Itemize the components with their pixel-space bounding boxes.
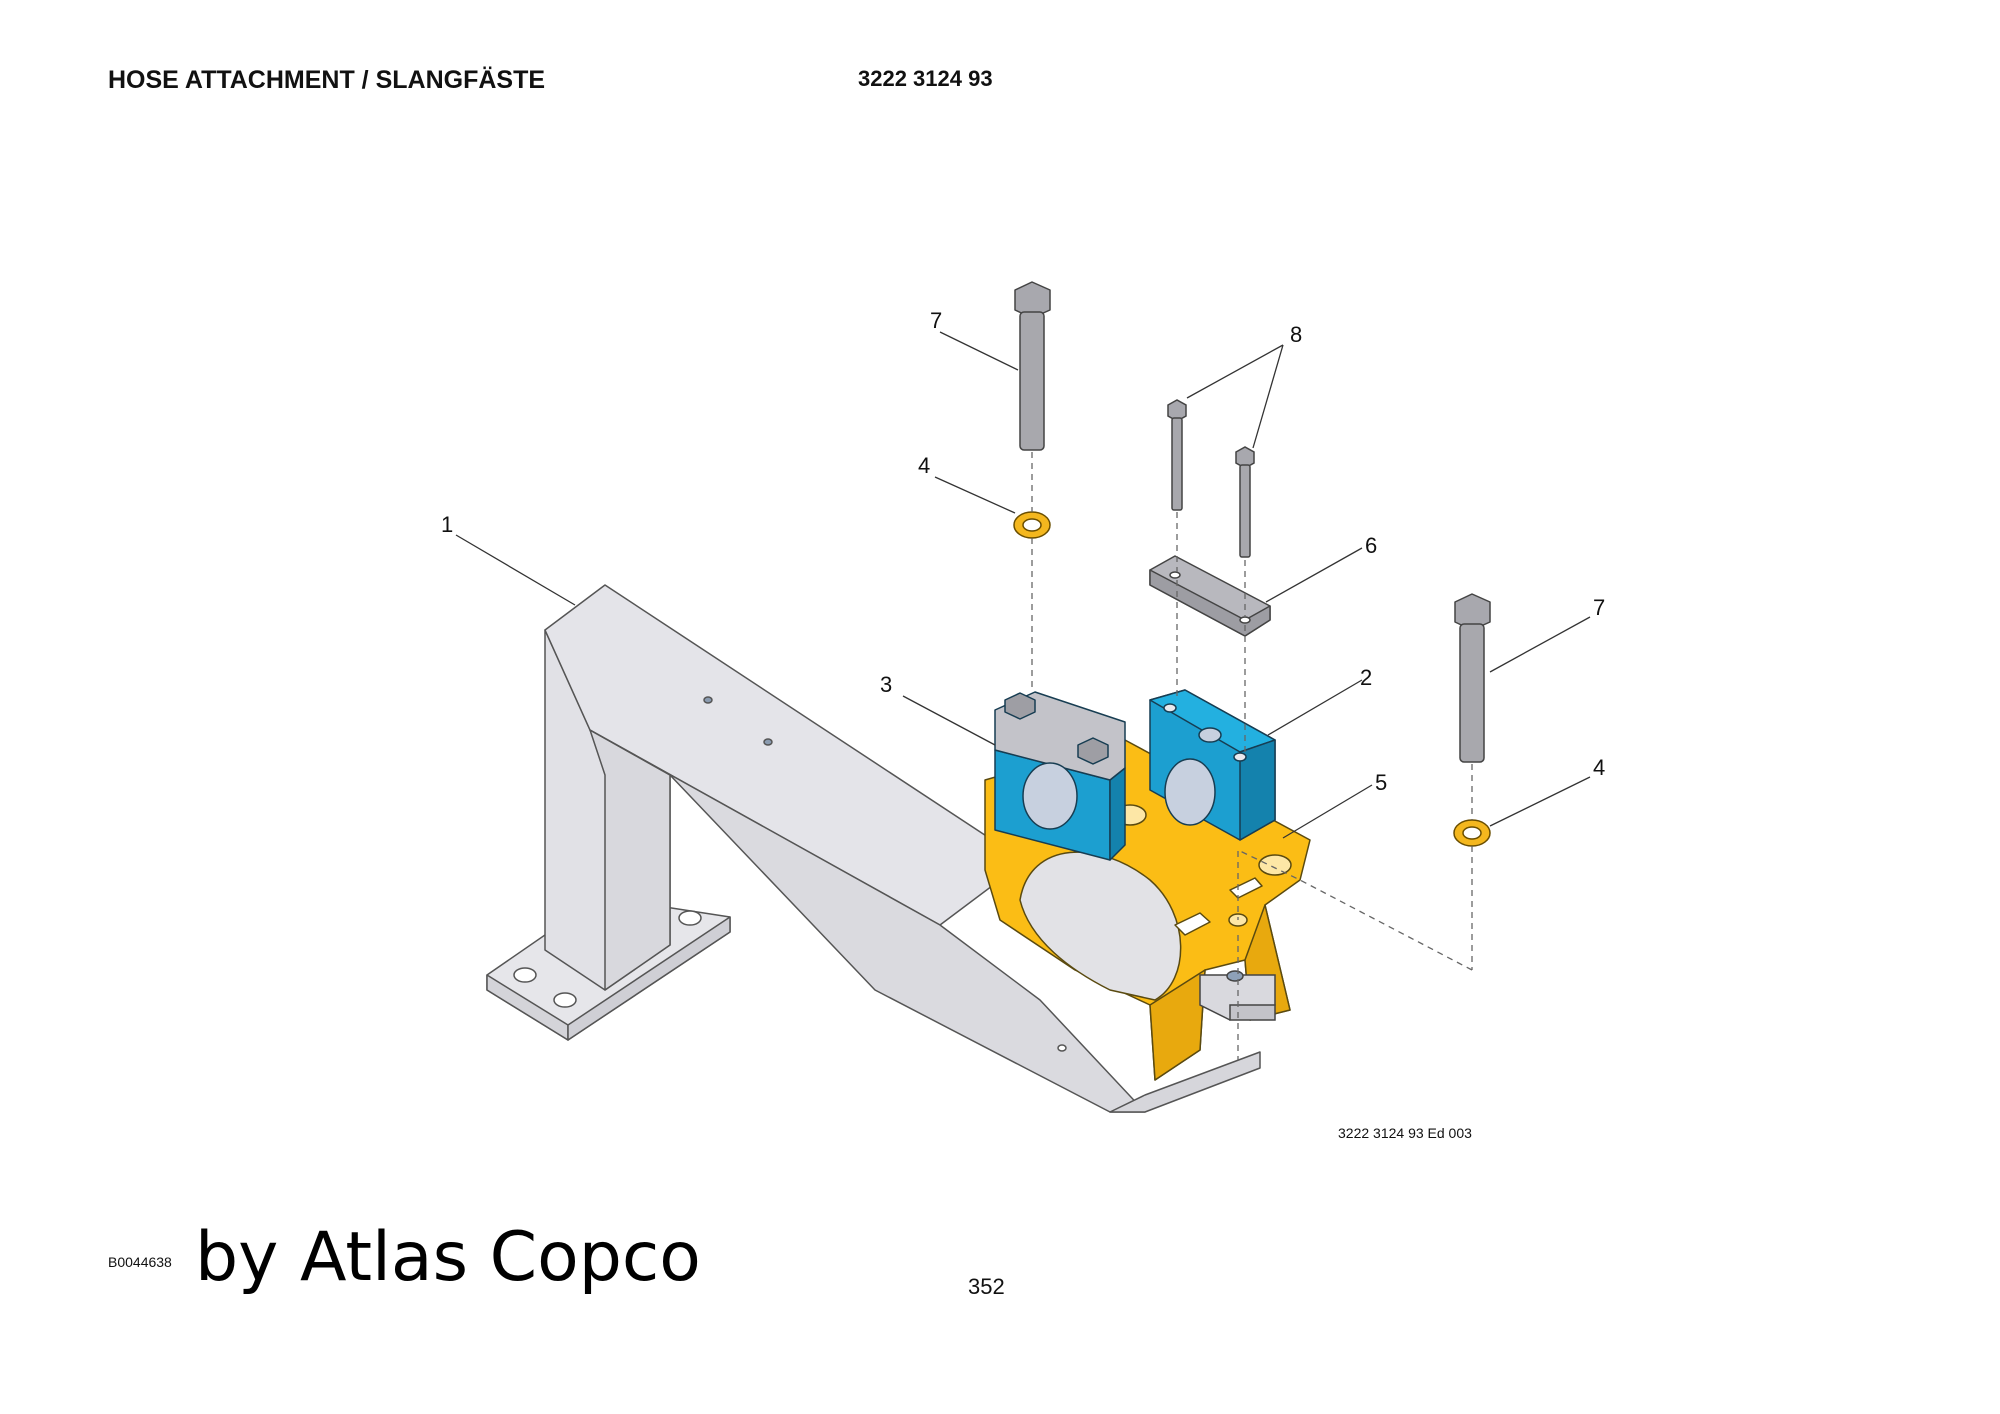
page-number: 352	[968, 1274, 1005, 1299]
leader-lines	[455, 331, 1591, 839]
washer-part-4	[1013, 511, 1491, 847]
clamp-part-3	[994, 691, 1126, 861]
cover-plate-part	[1149, 555, 1271, 637]
callout-8: 8	[1290, 322, 1302, 347]
page-title: HOSE ATTACHMENT / SLANGFÄSTE	[108, 66, 546, 94]
clamp-part-2	[1149, 689, 1276, 841]
bolt-part-7-left	[1014, 281, 1051, 451]
callout-5: 5	[1375, 770, 1387, 795]
callout-3: 3	[880, 672, 892, 697]
callout-7-right: 7	[1593, 595, 1605, 620]
callout-4-right: 4	[1593, 755, 1605, 780]
drawing-reference: 3222 3124 93 Ed 003	[1338, 1125, 1472, 1141]
callout-1: 1	[441, 512, 453, 537]
assembly-lines	[1031, 452, 1473, 1060]
callout-7-left: 7	[930, 308, 942, 333]
callout-4-left: 4	[918, 453, 930, 478]
watermark-text: by Atlas Copco	[195, 1218, 701, 1297]
callout-6: 6	[1365, 533, 1377, 558]
callouts: 1 2 3 4 4 5 6 7 7 8	[441, 308, 1605, 795]
part-number: 3222 3124 93	[858, 66, 993, 91]
bolt-part-7-right	[1454, 593, 1491, 763]
image-code: B0044638	[108, 1254, 172, 1270]
spacer-block	[1199, 970, 1276, 1021]
callout-2: 2	[1360, 665, 1372, 690]
bolt-part-8	[1167, 399, 1255, 558]
frame-part	[486, 584, 1261, 1113]
